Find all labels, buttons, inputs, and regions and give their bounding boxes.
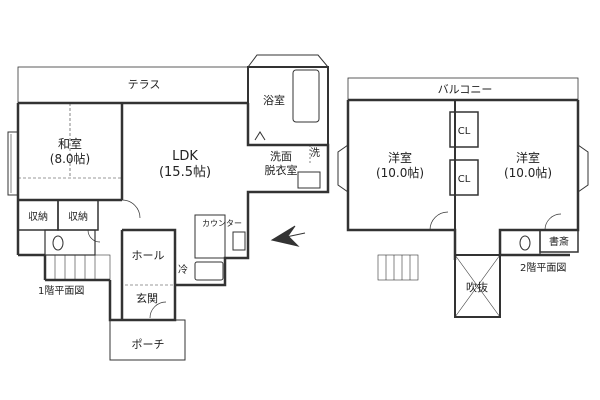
- floor2-plan: [337, 77, 589, 318]
- entrance-label: 玄関: [136, 291, 158, 305]
- washbasin-icon: [297, 171, 321, 189]
- toilet-icon: [52, 235, 64, 251]
- japanese-room-bay: [7, 131, 18, 196]
- room-left-label-1: 洋室: [388, 150, 412, 165]
- bath-door: [254, 131, 266, 141]
- ldk-door: [121, 199, 141, 219]
- floor2-caption: 2階平面図: [520, 262, 566, 274]
- fridge-label: 冷: [178, 263, 188, 276]
- kitchen-counter: [194, 214, 226, 259]
- bathtub-icon: [292, 69, 320, 123]
- bathroom-area: [247, 66, 329, 146]
- closet-1-area: [449, 111, 479, 148]
- room2-door-2: [544, 213, 562, 231]
- room2-door-1: [429, 211, 449, 231]
- floor1-caption: 1階平面図: [38, 285, 84, 297]
- storage-1-label: 収納: [28, 210, 48, 223]
- room-right-label-1: 洋室: [516, 150, 540, 165]
- wc2-area: [499, 229, 541, 256]
- room-right-label-2: (10.0帖): [504, 165, 552, 180]
- closet-1-label: CL: [458, 126, 471, 137]
- japanese-room-label-2: (8.0帖): [50, 151, 90, 166]
- storage-2-label: 収納: [68, 210, 88, 223]
- bath-label: 浴室: [263, 93, 285, 107]
- ldk-label-2: (15.5帖): [159, 165, 211, 180]
- counter-label: カウンター: [202, 219, 242, 228]
- bath-bay-wall: [247, 54, 330, 68]
- floor1-plan: [7, 54, 330, 361]
- porch-area: [109, 319, 186, 361]
- japanese-room-label-1: 和室: [58, 136, 82, 151]
- left-room-bay: [337, 144, 349, 193]
- closet-2-area: [449, 159, 479, 196]
- toilet2-icon: [519, 235, 531, 251]
- balcony-label: バルコニー: [438, 83, 493, 96]
- stove-icon: [232, 231, 246, 251]
- hall-label: ホール: [132, 249, 165, 262]
- washroom-label-2: 脱衣室: [265, 163, 298, 177]
- washer-label: 洗: [310, 147, 320, 159]
- room-left-label-2: (10.0帖): [376, 165, 424, 180]
- north-arrow-icon: [270, 225, 306, 247]
- entrance-door: [149, 301, 167, 319]
- hall-area: [121, 229, 176, 286]
- void-label: 吹抜: [466, 280, 488, 294]
- study-label: 書斎: [549, 235, 569, 248]
- floor1-stairs: [44, 254, 111, 281]
- storage-door: [87, 229, 101, 243]
- sink-icon: [194, 261, 224, 281]
- void-area: [454, 254, 501, 318]
- closet-2-label: CL: [458, 174, 471, 185]
- wc-area: [44, 229, 96, 256]
- floor2-stairs: [377, 254, 419, 281]
- terrace-label: テラス: [128, 78, 161, 91]
- porch-label: ポーチ: [132, 338, 165, 351]
- washroom-label-1: 洗面: [270, 150, 292, 163]
- ldk-label-1: LDK: [172, 149, 198, 164]
- right-room-bay: [577, 144, 589, 193]
